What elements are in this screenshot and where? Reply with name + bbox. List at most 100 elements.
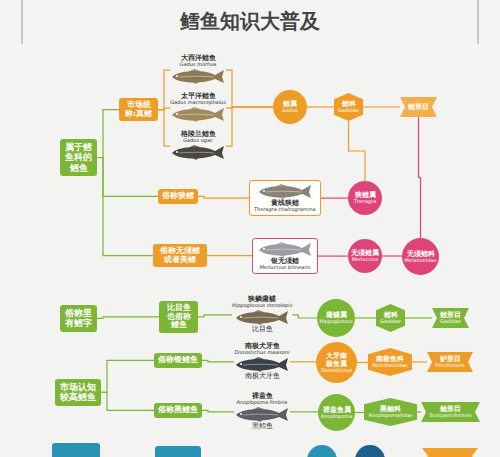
rect-node: 属于鳕鱼科的鳕鱼 [60, 139, 97, 176]
fish-node: 格陵兰鳕鱼Gadus ogac [170, 131, 226, 161]
node-label: 银无须鳕 [271, 258, 299, 265]
node-label: 比目鱼 [252, 326, 273, 333]
latin-name: Anoplopomatidae [368, 413, 412, 419]
circle-node: 裸盖鱼属Anoplopoma [318, 394, 355, 431]
node-label: 俗称银鳕鱼 [158, 356, 198, 365]
fish-eye [240, 413, 242, 415]
fish-lateral-line [266, 191, 301, 193]
frame-line [477, 0, 479, 44]
connector [292, 315, 317, 318]
fish-body [236, 311, 288, 324]
node-label: 大牙南极鱼属 [326, 352, 348, 368]
fish-node: 裸盖鱼Anoplopoma fimbria黑鳕鱼 [234, 393, 290, 431]
fish-lateral-line [243, 364, 278, 366]
circle-node: 狭鳕属Theragra [348, 181, 382, 215]
node-label: 属于鳕鱼科的鳕鱼 [64, 142, 93, 173]
rect-node: 市场统称:真鳕 [119, 98, 158, 121]
badge-node: 鳕科Gadidae [334, 93, 363, 121]
node-label: 庸鲽属 [326, 311, 347, 319]
fish-fin [188, 107, 200, 122]
latin-name: Theragra [354, 199, 377, 205]
latin-name: Gadidae [338, 108, 359, 114]
connector [97, 158, 158, 197]
node-label: 俗称里有鳕字 [64, 308, 93, 329]
node-label: 黑鲉科 [380, 405, 401, 413]
latin-name: Gadidae [440, 319, 461, 325]
fish-lateral-line [179, 114, 214, 116]
fish-fin [275, 242, 287, 257]
connector [405, 317, 432, 318]
fish-fin [188, 69, 200, 84]
connector [349, 121, 366, 181]
connector [382, 255, 402, 256]
circle-node: 庸鲽属Hippoglossus [317, 299, 355, 337]
ribbon-outline [400, 97, 437, 117]
rect-node: 俗称黑鳕鱼 [154, 403, 202, 418]
latin-name: Nototheniidae [372, 363, 407, 369]
circle-node: 鳕属Gadus [273, 90, 307, 124]
fish-illustration [234, 310, 290, 325]
node-label: 黄线狭鳕 [271, 200, 299, 207]
connector [417, 411, 421, 412]
fish-fin [252, 310, 264, 325]
node-label: 比目鱼也俗称鳕鱼 [163, 304, 194, 330]
fish-eye [176, 151, 178, 153]
banner-node: 鲉形目Scorpaeniformes [421, 402, 480, 422]
rect-node: 比目鱼也俗称鳕鱼 [159, 301, 198, 333]
node-label: 裸盖鱼属 [323, 406, 351, 414]
fish-illustration [257, 242, 313, 257]
fish-body [172, 70, 224, 83]
connector [198, 196, 249, 198]
latin-name: Merluccius bilinearis [260, 265, 311, 271]
fish-node: 南极犬牙鱼Dissostichus mawsoni南极犬牙鱼 [234, 343, 290, 381]
hexagon-outline [376, 304, 405, 332]
node-label: 南极犬牙鱼 [245, 373, 280, 380]
node-label: 裸盖鱼 [252, 393, 273, 400]
fish-illustration [257, 184, 313, 199]
fish-body [259, 243, 311, 256]
fish-eye [176, 113, 178, 115]
fish-body [172, 108, 224, 121]
latin-name: Hippoglossus stenolepis [232, 303, 292, 309]
node-label: 市场统称:真鳕 [123, 101, 154, 118]
circle-node: 无须鳕属Merluccius [348, 239, 382, 273]
connector [226, 70, 273, 107]
connector [198, 315, 232, 317]
connector [363, 106, 400, 107]
latin-name: Dissostichus [321, 368, 352, 374]
hexagon-outline [334, 93, 363, 121]
fish-body [236, 358, 288, 371]
node-label: 鳕形目 [440, 311, 461, 319]
latin-name: Merluccius [352, 257, 379, 263]
fish-fin [252, 357, 264, 372]
connector [207, 255, 252, 256]
latin-name: Gadus morhua [180, 62, 217, 68]
node-label: 鳕形目 [408, 103, 429, 111]
latin-name: Anoplopoma [321, 414, 352, 420]
connector [357, 362, 368, 363]
connector [101, 360, 154, 392]
circle-node: 无须鳕科Melanonidae [402, 238, 439, 275]
connector [290, 361, 316, 362]
fish-node: 狭鳞庸鲽Hippoglossus stenolepis比目鱼 [232, 296, 292, 334]
node-label: 无须鳕属 [351, 249, 379, 257]
cut-off-box [155, 446, 201, 457]
banner-node: 鳕形目Gadidae [432, 308, 469, 328]
node-label: 鳕科 [384, 311, 398, 319]
node-label: 鳕属 [283, 100, 297, 108]
latin-name: Melanonidae [405, 258, 437, 264]
connector [158, 70, 170, 110]
connector [290, 411, 318, 412]
node-label: 大西洋鳕鱼 [181, 55, 216, 62]
cut-off-box [52, 443, 100, 457]
fish-fin [252, 407, 264, 422]
latin-name: Gadus macrocephalus [170, 100, 226, 106]
rect-node: 市场认知较高鳕鱼 [55, 379, 101, 406]
fish-illustration [170, 107, 226, 122]
connector [355, 412, 364, 413]
connector [412, 361, 427, 362]
diagram-title: 鳕鱼知识大普及 [0, 8, 500, 35]
fishbox-node: 银无须鳕Merluccius bilinearis [252, 238, 318, 274]
connector [321, 198, 348, 199]
connector [226, 107, 273, 146]
